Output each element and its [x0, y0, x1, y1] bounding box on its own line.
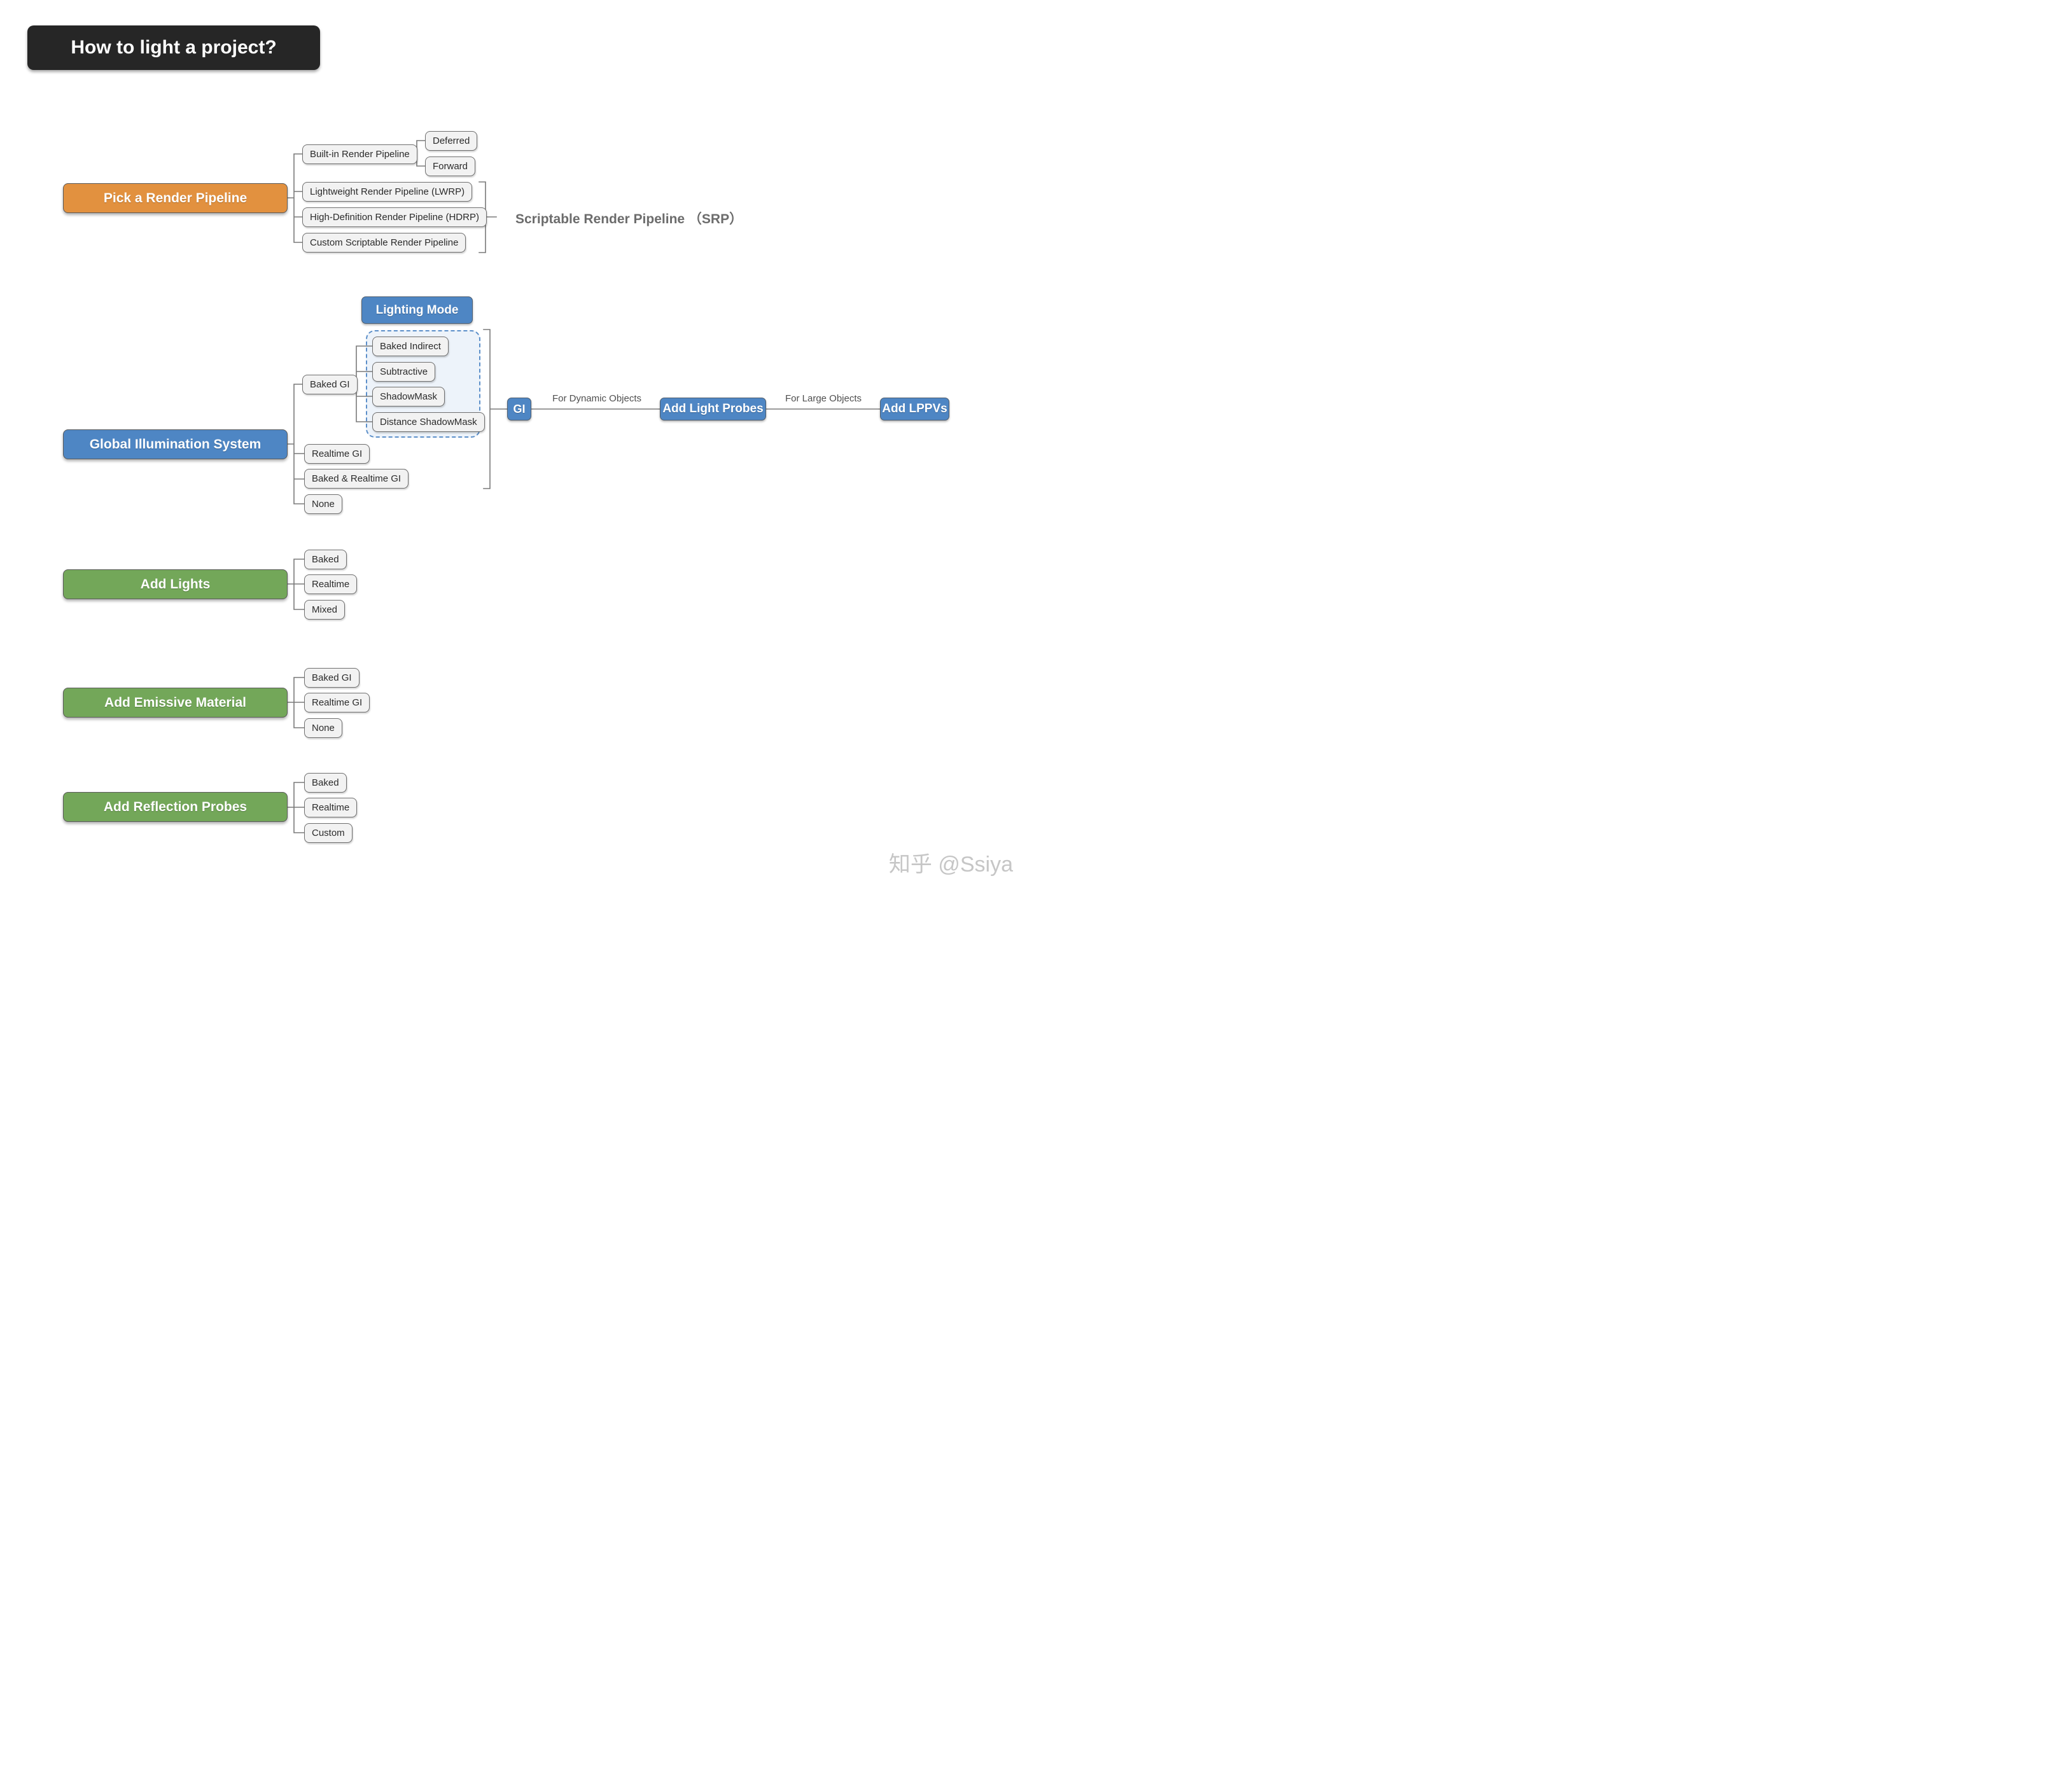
mindmap-canvas: How to light a project? Pick a Render Pi…	[0, 0, 1027, 896]
node-lights-baked: Baked	[304, 550, 347, 569]
node-built-in-render-pipeline: Built-in Render Pipeline	[302, 144, 417, 164]
node-emissive-baked-gi: Baked GI	[304, 668, 360, 688]
node-custom-srp: Custom Scriptable Render Pipeline	[302, 233, 466, 253]
node-lwrp: Lightweight Render Pipeline (LWRP)	[302, 182, 473, 202]
node-add-light-probes: Add Light Probes	[660, 398, 766, 420]
node-baked-indirect: Baked Indirect	[372, 337, 449, 356]
node-hdrp: High-Definition Render Pipeline (HDRP)	[302, 207, 487, 227]
node-baked-gi: Baked GI	[302, 375, 358, 394]
node-forward: Forward	[425, 156, 476, 176]
node-baked-and-realtime-gi: Baked & Realtime GI	[304, 469, 409, 489]
edge-label-for-dynamic-objects: For Dynamic Objects	[552, 393, 642, 404]
node-reflection-custom: Custom	[304, 823, 353, 843]
node-emissive-none: None	[304, 718, 342, 738]
node-add-lights: Add Lights	[63, 569, 288, 599]
node-gi: GI	[507, 398, 531, 420]
node-gi-none: None	[304, 494, 342, 514]
zhihu-watermark: 知乎 @Ssiya	[888, 852, 1013, 877]
node-shadowmask: ShadowMask	[372, 387, 445, 406]
node-pick-render-pipeline: Pick a Render Pipeline	[63, 183, 288, 213]
node-distance-shadowmask: Distance ShadowMask	[372, 412, 485, 432]
node-lighting-mode: Lighting Mode	[361, 296, 473, 324]
node-add-reflection-probes: Add Reflection Probes	[63, 792, 288, 822]
node-add-lppvs: Add LPPVs	[880, 398, 949, 420]
node-reflection-baked: Baked	[304, 773, 347, 793]
node-deferred: Deferred	[425, 131, 478, 151]
node-add-emissive-material: Add Emissive Material	[63, 688, 288, 718]
node-realtime-gi: Realtime GI	[304, 444, 370, 464]
node-subtractive: Subtractive	[372, 362, 436, 382]
node-global-illumination-system: Global Illumination System	[63, 429, 288, 459]
node-emissive-realtime-gi: Realtime GI	[304, 693, 370, 712]
edge-label-for-large-objects: For Large Objects	[785, 393, 862, 404]
page-title: How to light a project?	[27, 25, 320, 70]
node-lights-mixed: Mixed	[304, 600, 346, 620]
node-lights-realtime: Realtime	[304, 574, 358, 594]
srp-summary-label: Scriptable Render Pipeline （SRP）	[515, 212, 743, 226]
node-reflection-realtime: Realtime	[304, 798, 358, 817]
